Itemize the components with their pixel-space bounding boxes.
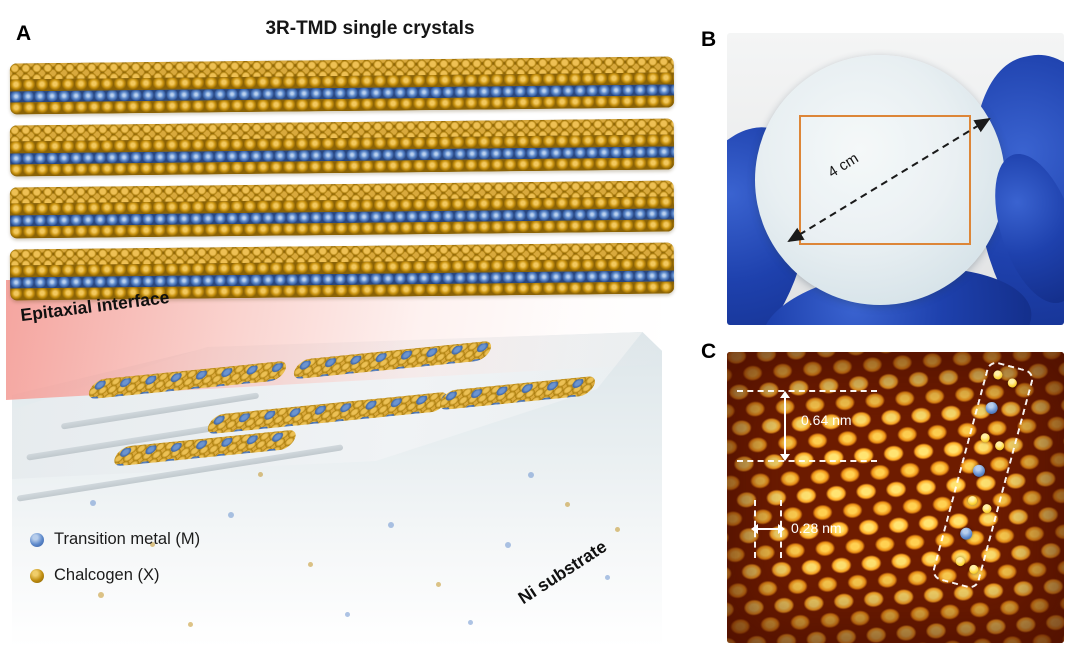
- chalcogen-atom-icon: [992, 369, 1004, 381]
- interlayer-line-top: [737, 390, 877, 392]
- atom-speck: [468, 620, 473, 625]
- chalcogen-atom-icon: [979, 432, 991, 444]
- chalcogen-dot-icon: [30, 568, 44, 583]
- chalcogen-atom-icon: [1006, 377, 1018, 389]
- figure-title: 3R-TMD single crystals: [265, 18, 475, 39]
- crystal-layer-2: [9, 118, 675, 177]
- diameter-arrow: [787, 117, 991, 243]
- atom-speck: [436, 582, 441, 587]
- chalcogen-atom-icon: [968, 563, 980, 575]
- legend-item-chalcogen: Chalcogen (X): [30, 566, 159, 585]
- atom-speck: [605, 575, 610, 580]
- atomic-spacing-label: 0.28 nm: [791, 520, 842, 536]
- atom-speck: [98, 592, 104, 598]
- panel-label-a: A: [16, 22, 32, 45]
- crystal-layer-4: [9, 242, 675, 301]
- stm-image: 0.64 nm 0.28 nm: [727, 352, 1064, 643]
- atom-speck: [90, 500, 96, 506]
- panel-label-b: B: [701, 28, 717, 51]
- atom-speck: [388, 522, 394, 528]
- metal-atom-icon: [958, 526, 974, 542]
- crystal-layer-1: [9, 56, 675, 115]
- atom-speck: [188, 622, 193, 627]
- interlayer-spacing-label: 0.64 nm: [801, 412, 852, 428]
- metal-atom-icon: [971, 463, 987, 479]
- atomic-spacing-double-arrow: [751, 524, 785, 534]
- metal-atom-icon: [984, 400, 999, 416]
- atom-speck: [258, 472, 263, 477]
- legend-item-transition-metal: Transition metal (M): [30, 530, 200, 549]
- atom-speck: [528, 472, 534, 478]
- atom-speck: [345, 612, 350, 617]
- wafer-photo: 4 cm: [727, 33, 1064, 325]
- interlayer-double-arrow: [780, 391, 790, 461]
- interlayer-line-bottom: [737, 460, 877, 462]
- atom-speck: [150, 542, 155, 547]
- crystal-layer-3: [9, 180, 675, 239]
- chalcogen-atom-icon: [994, 440, 1006, 452]
- atom-speck: [615, 527, 620, 532]
- panel-label-c: C: [701, 340, 717, 363]
- atom-speck: [308, 562, 313, 567]
- chalcogen-atom-icon: [954, 556, 966, 568]
- transition-metal-dot-icon: [30, 532, 44, 547]
- chalcogen-atom-icon: [981, 503, 993, 515]
- atom-speck: [565, 502, 570, 507]
- legend-label-chalcogen: Chalcogen (X): [54, 566, 160, 584]
- chalcogen-atom-icon: [966, 495, 979, 507]
- legend-label-transition-metal: Transition metal (M): [54, 530, 201, 548]
- atom-speck: [505, 542, 511, 548]
- atom-speck: [228, 512, 234, 518]
